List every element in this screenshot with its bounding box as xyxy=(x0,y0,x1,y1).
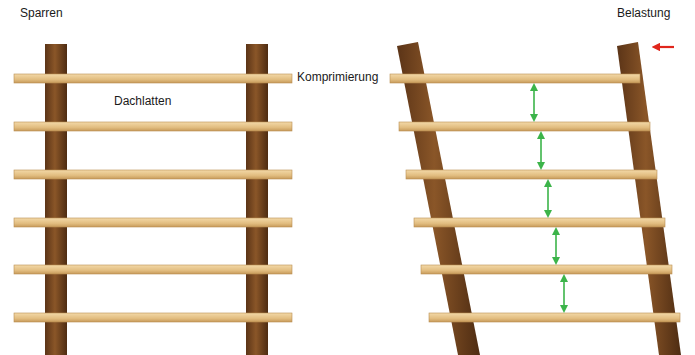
part-label: Dachlatten xyxy=(112,94,173,108)
load-arrow xyxy=(656,46,674,48)
part-label: Komprimierung xyxy=(295,70,380,84)
battens-right xyxy=(390,74,680,322)
part-label: Sparren xyxy=(20,6,63,20)
rafters-left xyxy=(45,44,268,355)
rafters-right xyxy=(397,42,681,355)
load-label: Belastung xyxy=(617,6,670,20)
compression-arrows xyxy=(534,87,564,309)
battens-left xyxy=(14,74,292,322)
